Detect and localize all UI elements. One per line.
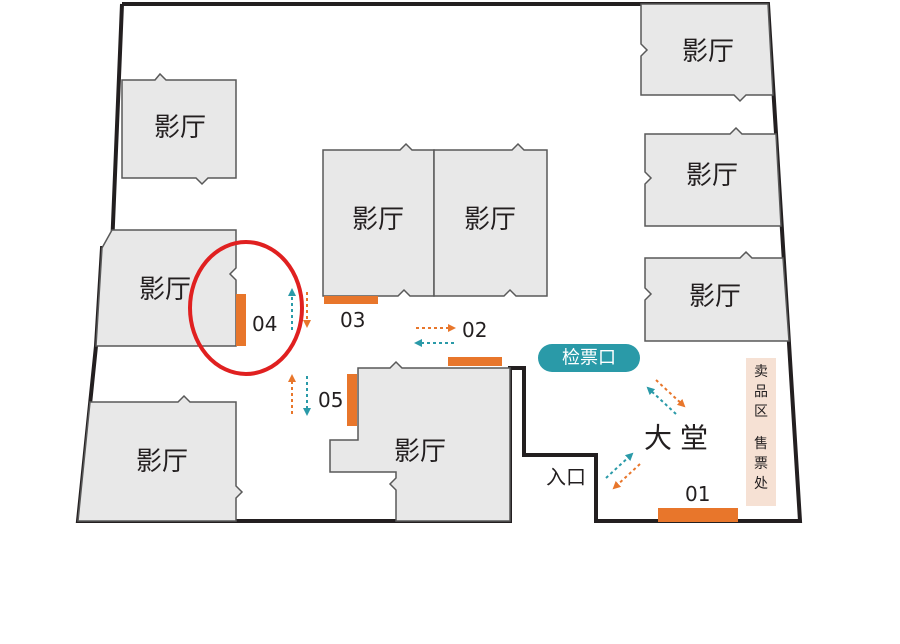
marker-04-label: 04: [252, 312, 277, 336]
direction-arrows: [288, 288, 686, 490]
hall-2-label: 影厅: [139, 275, 191, 305]
lobby-label-1: 大: [644, 422, 672, 455]
highlight-circle: [188, 240, 304, 376]
concession-char-2: 品: [754, 384, 768, 400]
marker-03-label: 03: [340, 308, 365, 332]
marker-02-label: 02: [462, 318, 487, 342]
hall-5-label: 影厅: [464, 205, 516, 235]
hall-4-label: 影厅: [352, 205, 404, 235]
hall-6[interactable]: 影厅: [329, 360, 511, 522]
ticket-office-char-2: 票: [754, 456, 768, 472]
marker-05-label: 05: [318, 388, 343, 412]
concession-char-3: 区: [754, 404, 768, 420]
marker-01-bar[interactable]: [658, 508, 738, 522]
hall-6-label: 影厅: [394, 437, 446, 467]
marker-05-bar[interactable]: [347, 374, 357, 426]
ticket-office-char-3: 处: [754, 476, 768, 492]
hall-3[interactable]: 影厅: [77, 394, 244, 522]
hall-4[interactable]: 影厅: [322, 142, 435, 297]
ticket-office-char-1: 售: [754, 436, 768, 452]
arrow-entrance-in: [605, 452, 634, 479]
concession-char-1: 卖: [754, 364, 768, 380]
hall-8-label: 影厅: [686, 161, 738, 191]
marker-02-bar[interactable]: [448, 357, 502, 366]
hall-3-label: 影厅: [136, 447, 188, 477]
lobby-label-2: 堂: [680, 422, 708, 455]
hall-7[interactable]: 影厅: [640, 3, 774, 103]
ticket-check-badge[interactable]: [538, 344, 640, 372]
arrow-lobby-up: [646, 386, 677, 415]
ticket-check-label: 检票口: [562, 348, 616, 369]
arrow-entrance-out: [612, 463, 641, 490]
hall-2[interactable]: 影厅: [95, 229, 237, 347]
marker-04-bar[interactable]: [236, 294, 246, 346]
concession-ticket-box[interactable]: [746, 358, 776, 506]
hall-7-label: 影厅: [682, 37, 734, 67]
marker-03-bar[interactable]: [324, 296, 378, 304]
hall-1-label: 影厅: [154, 113, 206, 143]
hall-5[interactable]: 影厅: [433, 142, 548, 297]
marker-01-label: 01: [685, 482, 710, 506]
hall-9[interactable]: 影厅: [644, 250, 790, 342]
hall-9-label: 影厅: [689, 282, 741, 312]
arrow-lobby-down: [655, 379, 686, 408]
hall-8[interactable]: 影厅: [644, 126, 782, 227]
entrance-label: 入口: [546, 465, 586, 489]
hall-1[interactable]: 影厅: [121, 72, 237, 186]
